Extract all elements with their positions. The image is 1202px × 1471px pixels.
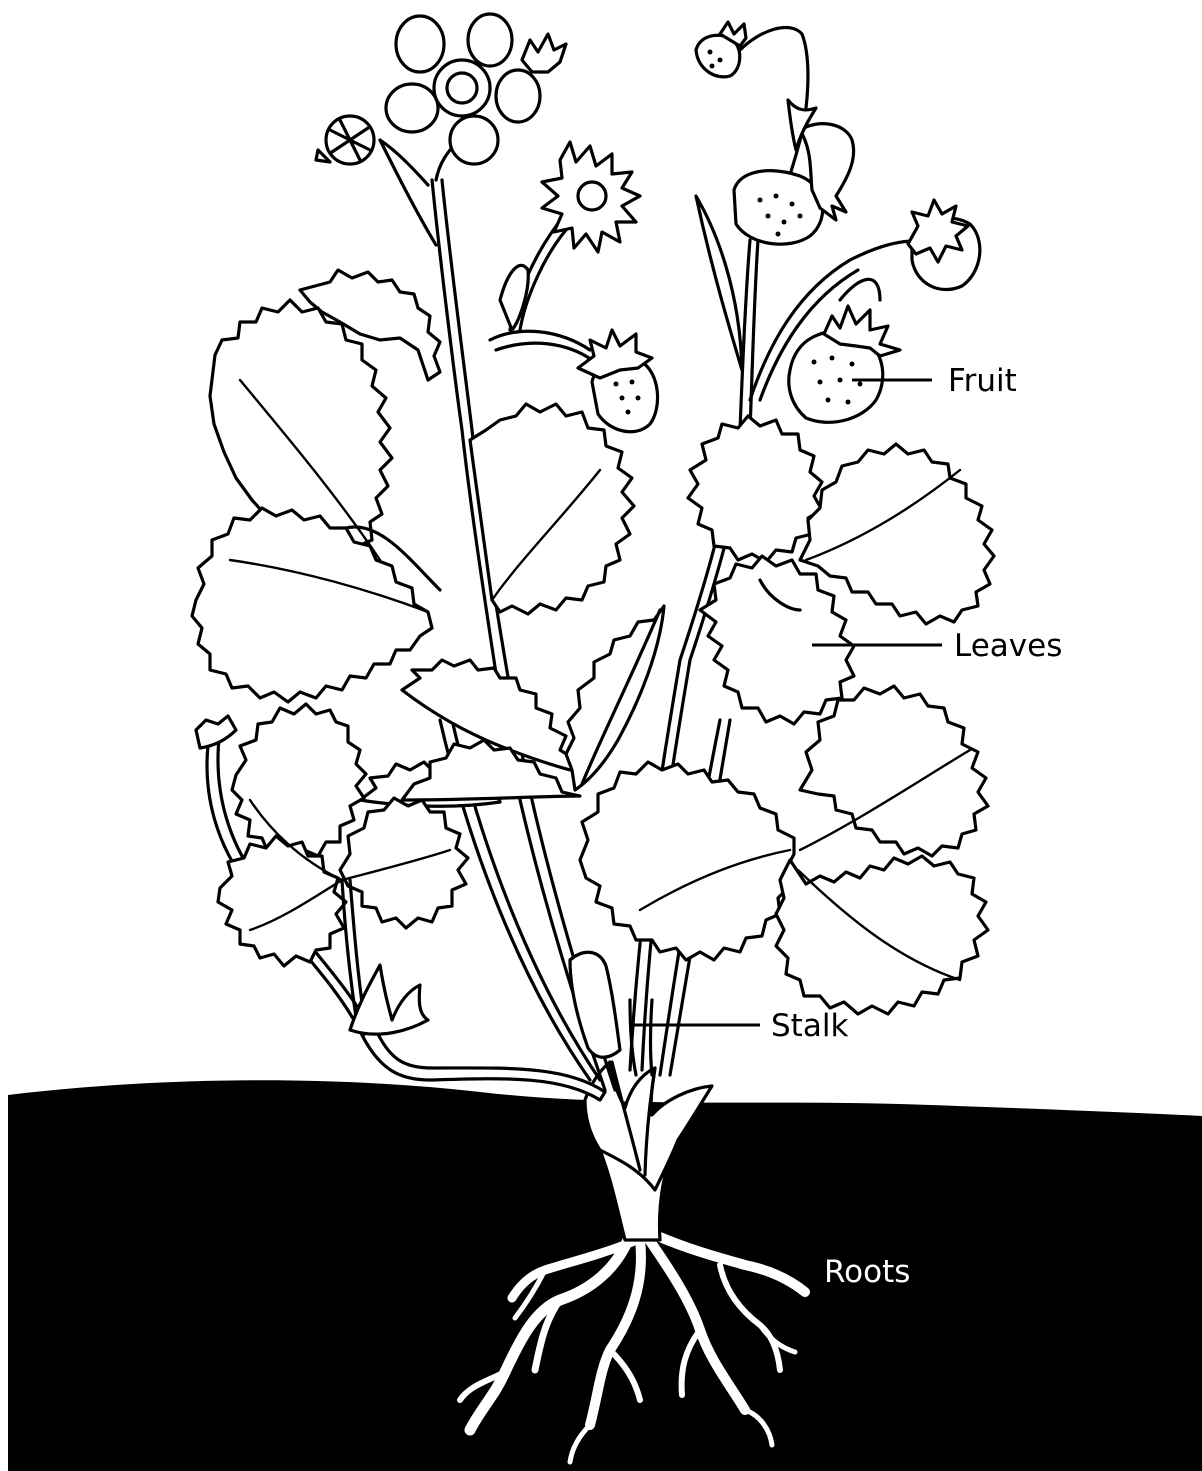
spent-flower [500, 142, 640, 330]
bud-flower-left [316, 116, 436, 245]
label-stalk: Stalk [771, 1008, 848, 1044]
label-fruit: Fruit [948, 363, 1017, 399]
stipule [570, 952, 620, 1057]
label-leaves: Leaves [954, 628, 1062, 664]
right-lower-leaf [580, 686, 988, 1014]
open-flower [380, 14, 566, 185]
left-mid-leaf [192, 508, 440, 702]
label-roots: Roots [824, 1254, 910, 1290]
right-upper-leaf [688, 416, 994, 724]
left-lower-leaf [196, 704, 468, 1034]
